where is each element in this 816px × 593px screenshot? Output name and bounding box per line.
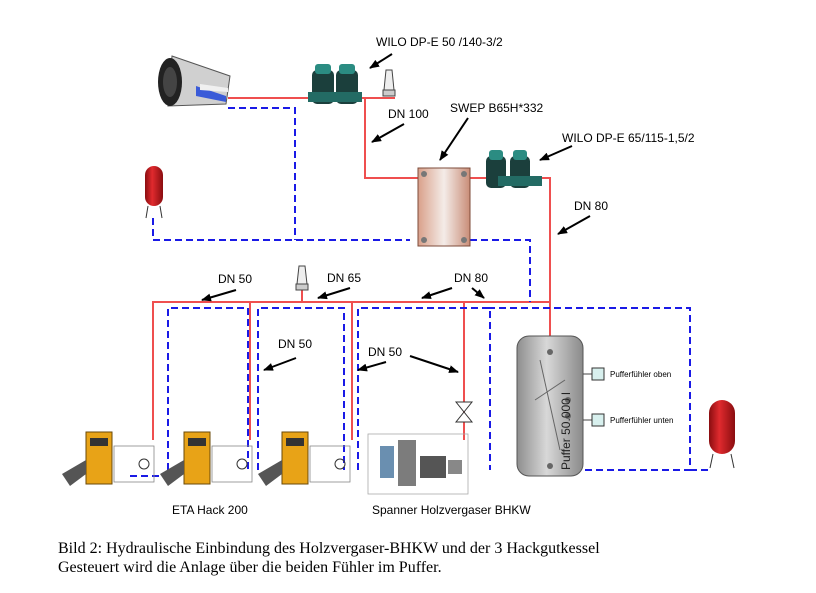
arrow-dn50-c-right [409,355,459,373]
arrow-dn50-b [263,357,297,371]
arrow-dn80-right [557,215,591,235]
dn50-b-label: DN 50 [278,337,312,351]
dn100-label: DN 100 [388,107,429,121]
chp-unit-icon [367,433,469,495]
dn50-a-label: DN 50 [218,272,252,286]
sensor-bottom-icon [583,413,605,427]
arrow-dn100 [371,123,405,143]
district-pipe-icon [158,55,231,107]
dn80-right-label: DN 80 [574,199,608,213]
boiler-2-icon [160,431,253,486]
boiler-3-icon [258,431,351,486]
arrow-dn50-a [201,289,237,302]
arrow-pump-top [369,53,393,69]
buffer-tank-icon [516,335,584,477]
expansion-vessel-right-icon [709,400,735,469]
return-pipes [130,107,708,477]
heat-exchanger-icon [417,167,471,247]
arrow-pump-right [539,145,573,161]
dn80-mid-label: DN 80 [454,271,488,285]
boiler-1-icon [62,431,155,486]
boilers-label: ETA Hack 200 [172,503,248,517]
pump-right-label: WILO DP-E 65/115-1,5/2 [562,131,695,145]
tank-label: Puffer 50.000 l [559,392,573,470]
valve-chp-icon [454,401,474,423]
sensor-bottom-label: Pufferfühler unten [610,416,673,425]
pump-top-label: WILO DP-E 50 /140-3/2 [376,35,503,49]
arrow-dn80-mid-right [471,287,485,299]
pointer-arrows [201,53,591,373]
heat-exchanger-label: SWEP B65H*332 [450,101,543,115]
arrow-dn50-c-left [357,361,387,372]
arrow-dn80-mid-left [421,287,453,299]
figure-caption: Bild 2: Hydraulische Einbindung des Holz… [58,539,798,577]
caption-line-1: Bild 2: Hydraulische Einbindung des Holz… [58,540,600,557]
caption-line-2: Gesteuert wird die Anlage über die beide… [58,559,442,576]
dn65-label: DN 65 [327,271,361,285]
arrow-heat-exchanger [439,117,469,161]
sensor-top-label: Pufferfühler oben [610,370,671,379]
pump-right-icon [486,150,542,188]
arrow-dn65 [317,287,351,300]
chp-label: Spanner Holzvergaser BHKW [372,503,531,517]
sensor-top-icon [583,367,605,381]
expansion-vessel-left-icon [145,166,163,219]
safety-valve-icon [382,69,396,97]
dn50-c-label: DN 50 [368,345,402,359]
pump-top-icon [308,64,362,104]
safety-valve-mid-icon [295,265,309,291]
